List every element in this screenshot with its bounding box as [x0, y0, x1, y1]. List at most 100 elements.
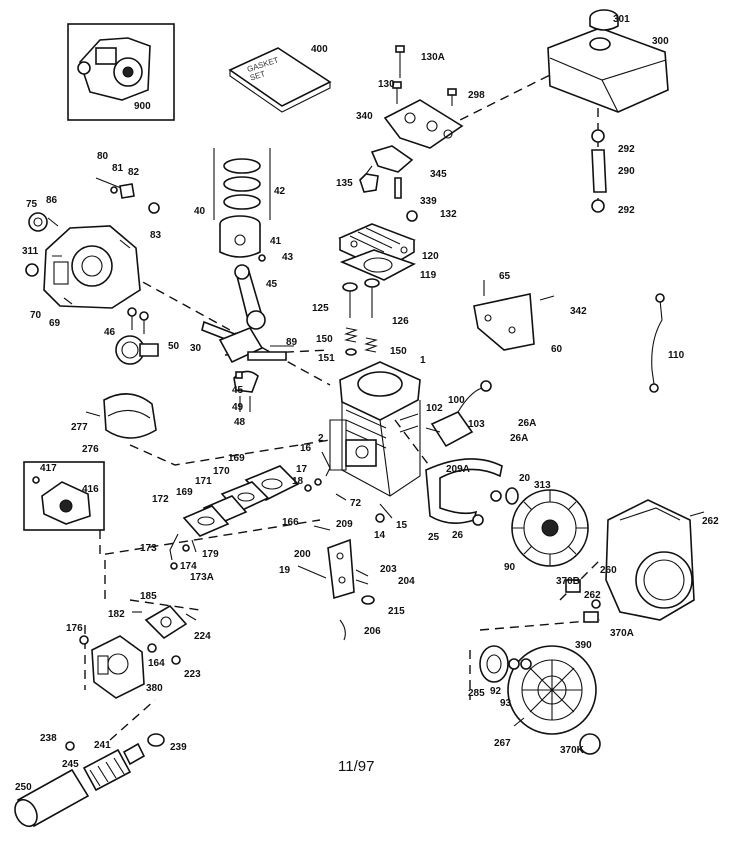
- date-code: 11/97: [338, 758, 375, 775]
- callout-209A: 209A: [446, 464, 470, 475]
- fuel-tank: [547, 9, 669, 113]
- callout-267: 267: [494, 738, 511, 749]
- handle-370K: [579, 733, 601, 755]
- callout-311: 311: [22, 246, 39, 257]
- callout-45-b: 45: [232, 385, 244, 396]
- callout-150: 150: [316, 334, 333, 345]
- carb-parts-185-224: [132, 604, 197, 665]
- callout-215: 215: [388, 606, 405, 617]
- callout-90: 90: [504, 562, 516, 573]
- screw-26: [472, 514, 484, 526]
- callout-345: 345: [430, 169, 447, 180]
- callout-342: 342: [570, 306, 587, 317]
- callout-83: 83: [150, 230, 162, 241]
- callout-209: 209: [336, 519, 353, 530]
- screw-209: [313, 525, 331, 531]
- gasket-set-book: [228, 47, 332, 113]
- callout-2: 2: [318, 433, 324, 444]
- callout-18: 18: [292, 476, 304, 487]
- callout-81: 81: [112, 163, 124, 174]
- seal-75-86: [28, 212, 59, 232]
- callout-16: 16: [300, 443, 312, 454]
- callout-92: 92: [490, 686, 502, 697]
- callout-48: 48: [234, 417, 246, 428]
- callout-900: 900: [134, 101, 151, 112]
- stud-339: [394, 177, 402, 199]
- fuel-line-parts: [591, 129, 607, 213]
- callout-130A: 130A: [421, 52, 445, 63]
- callout-250: 250: [15, 782, 32, 793]
- callout-380: 380: [146, 683, 163, 694]
- plate-345: [370, 145, 414, 173]
- callout-370B: 370B: [556, 576, 580, 587]
- callout-75: 75: [26, 199, 38, 210]
- callout-200: 200: [294, 549, 311, 560]
- callout-173: 173: [140, 543, 157, 554]
- washer-20: [490, 490, 502, 502]
- callout-110: 110: [668, 350, 685, 361]
- callout-224: 224: [194, 631, 211, 642]
- carburetor: [79, 635, 145, 699]
- callout-65: 65: [499, 271, 511, 282]
- starter-pulley: [479, 645, 532, 683]
- nut-132: [406, 210, 418, 222]
- callout-135: 135: [336, 178, 353, 189]
- assembly-inset-416: [23, 461, 105, 531]
- bracket-340: [383, 99, 464, 149]
- callout-72: 72: [350, 498, 362, 509]
- plug-311: [25, 263, 39, 277]
- callout-204: 204: [398, 576, 415, 587]
- callout-313: 313: [534, 480, 551, 491]
- blower-housing: [605, 499, 695, 621]
- callout-89: 89: [286, 337, 298, 348]
- callout-241: 241: [94, 740, 111, 751]
- callout-82: 82: [128, 167, 140, 178]
- callout-69: 69: [49, 318, 61, 329]
- callout-292: 292: [618, 144, 635, 155]
- callout-20: 20: [519, 473, 531, 484]
- callout-179: 179: [202, 549, 219, 560]
- connecting-rod: [234, 264, 266, 330]
- governor-parts: [95, 177, 160, 214]
- air-filter-cover: [85, 393, 157, 439]
- callout-60: 60: [551, 344, 563, 355]
- callout-14: 14: [374, 530, 386, 541]
- callout-19: 19: [279, 565, 291, 576]
- callout-86: 86: [46, 195, 58, 206]
- callout-185: 185: [140, 591, 157, 602]
- callout-40: 40: [194, 206, 206, 217]
- callout-290: 290: [618, 166, 635, 177]
- callout-42: 42: [274, 186, 286, 197]
- callout-119: 119: [420, 270, 437, 281]
- callout-30: 30: [190, 343, 202, 354]
- callout-206: 206: [364, 626, 381, 637]
- spark-plug: [359, 165, 379, 193]
- bracket-60: [473, 280, 555, 351]
- screw-262b: [591, 599, 601, 609]
- callout-260: 260: [600, 565, 617, 576]
- callout-164: 164: [148, 658, 165, 669]
- callout-80: 80: [97, 151, 109, 162]
- callout-238: 238: [40, 733, 57, 744]
- decal-370A: [583, 611, 599, 623]
- callout-390: 390: [575, 640, 592, 651]
- callout-26: 26: [452, 530, 464, 541]
- callout-339: 339: [420, 196, 437, 207]
- callout-301: 301: [613, 14, 630, 25]
- callout-49: 49: [232, 402, 244, 413]
- callout-170: 170: [213, 466, 230, 477]
- callout-17: 17: [296, 464, 308, 475]
- callout-126: 126: [392, 316, 409, 327]
- callout-169-b: 169: [176, 487, 193, 498]
- callout-285: 285: [468, 688, 485, 699]
- callout-132: 132: [440, 209, 457, 220]
- callout-417: 417: [40, 463, 57, 474]
- rod-cap: [233, 370, 259, 412]
- callout-120: 120: [422, 251, 439, 262]
- crankshaft: [201, 320, 294, 364]
- flywheel: [511, 489, 589, 567]
- piston-rings: [213, 148, 271, 220]
- callout-151: 151: [318, 353, 335, 364]
- callout-277: 277: [71, 422, 88, 433]
